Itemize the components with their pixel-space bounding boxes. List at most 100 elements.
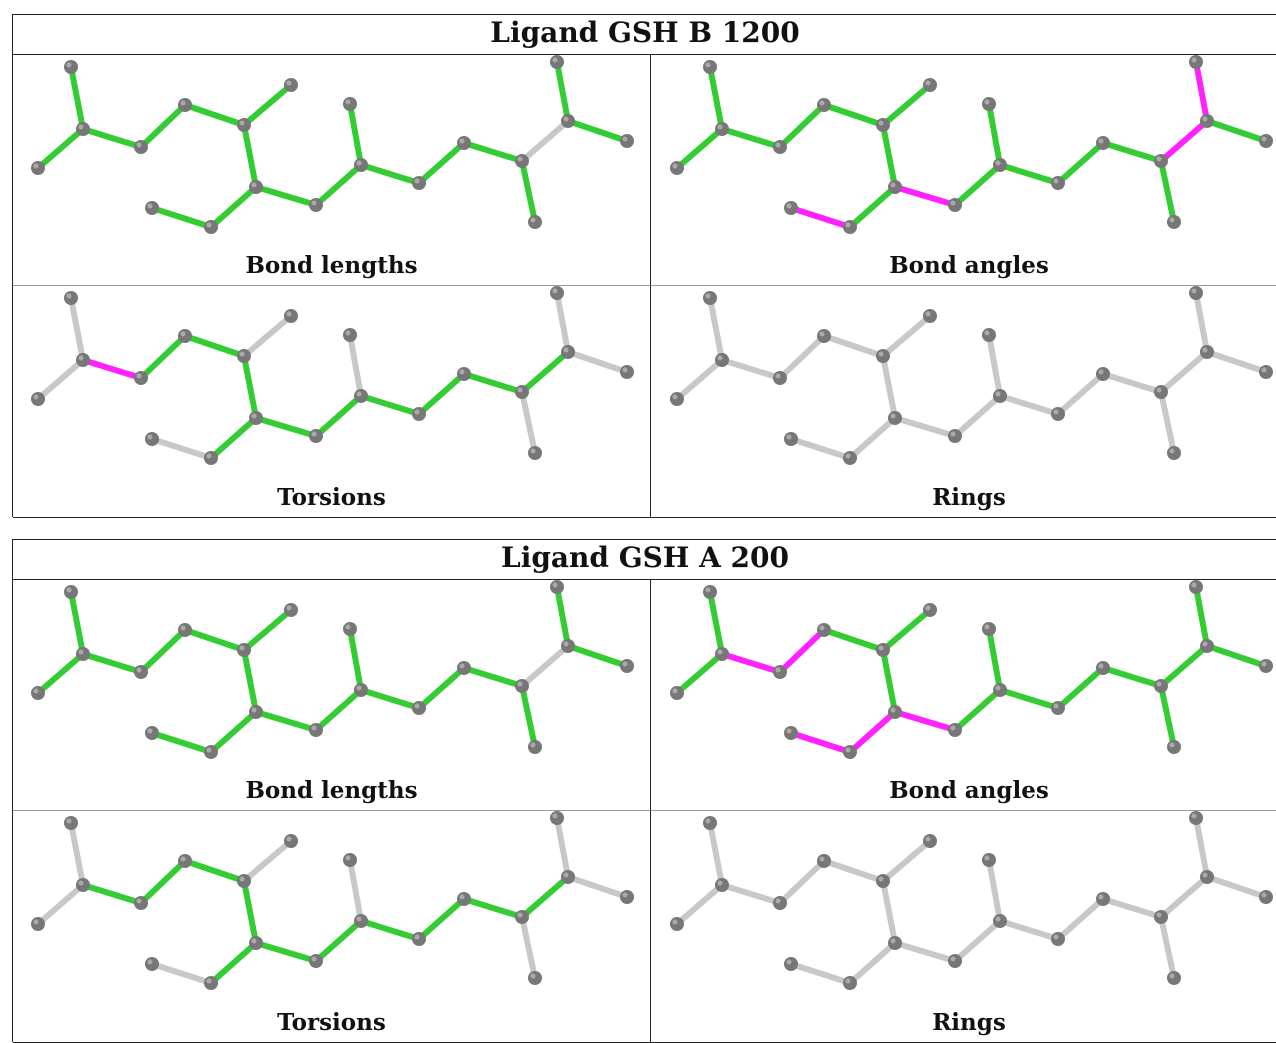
bond <box>253 184 319 208</box>
bond <box>554 290 571 355</box>
bond <box>149 436 214 461</box>
bond <box>416 665 467 711</box>
bond <box>241 647 259 715</box>
bond <box>986 332 1003 399</box>
atom-highlight <box>1202 641 1208 647</box>
atom <box>145 432 159 446</box>
atom <box>982 328 996 342</box>
bond <box>821 333 886 359</box>
bond <box>1193 584 1210 649</box>
atom-highlight <box>251 413 257 419</box>
atom <box>354 158 368 172</box>
atom-highlight <box>705 818 711 824</box>
atom-highlight <box>239 645 245 651</box>
atom <box>457 367 471 381</box>
bond <box>674 882 725 927</box>
atom-highlight <box>925 80 931 86</box>
molecule-diagram <box>31 811 634 990</box>
bond <box>241 607 294 653</box>
atom-highlight <box>1156 912 1162 918</box>
atom-highlight <box>552 582 558 588</box>
atom-highlight <box>1098 138 1104 144</box>
atom-highlight <box>925 605 931 611</box>
atom <box>888 180 902 194</box>
atom-highlight <box>950 956 956 962</box>
bond <box>138 333 188 381</box>
bond <box>347 332 364 399</box>
atom-highlight <box>950 431 956 437</box>
atom-highlight <box>459 894 465 900</box>
atom <box>457 892 471 906</box>
atom-highlight <box>775 667 781 673</box>
atom-highlight <box>66 62 72 68</box>
atom <box>412 932 426 946</box>
atom <box>457 661 471 675</box>
atom-highlight <box>239 876 245 882</box>
bond <box>777 627 827 675</box>
atom <box>1200 114 1214 128</box>
bond <box>358 918 422 942</box>
atom <box>620 134 634 148</box>
atom <box>993 914 1007 928</box>
atom <box>550 811 564 825</box>
atom <box>237 118 251 132</box>
atom-highlight <box>147 728 153 734</box>
atom-highlight <box>1169 217 1175 223</box>
bond <box>416 140 467 186</box>
atom-highlight <box>717 880 723 886</box>
atom-highlight <box>995 916 1001 922</box>
bond <box>847 184 898 230</box>
bond <box>565 118 630 144</box>
panel-label: Rings <box>932 1009 1006 1036</box>
atom <box>993 389 1007 403</box>
atom-highlight <box>622 661 628 667</box>
atom <box>670 392 684 406</box>
atom-highlight <box>705 293 711 299</box>
atom <box>550 286 564 300</box>
atom-highlight <box>878 351 884 357</box>
bond <box>1100 371 1164 395</box>
atom <box>817 98 831 112</box>
bond <box>952 687 1003 733</box>
atom-highlight <box>717 649 723 655</box>
bond <box>1158 914 1177 981</box>
bond <box>1193 290 1210 355</box>
atom <box>1051 176 1065 190</box>
atom <box>888 936 902 950</box>
bond <box>149 205 214 230</box>
bond <box>416 896 467 942</box>
bond <box>35 882 86 927</box>
atom <box>309 954 323 968</box>
panel-label: Bond lengths <box>245 777 418 804</box>
atom <box>31 686 45 700</box>
atom <box>703 291 717 305</box>
atom <box>1189 286 1203 300</box>
bond <box>821 627 886 653</box>
molecule-diagram <box>670 55 1273 234</box>
atom <box>1189 811 1203 825</box>
atom <box>178 623 192 637</box>
atom-highlight <box>78 649 84 655</box>
atom-highlight <box>984 330 990 336</box>
bond <box>986 857 1003 924</box>
bond <box>208 184 259 230</box>
atom <box>76 122 90 136</box>
atom-highlight <box>705 587 711 593</box>
atom <box>876 349 890 363</box>
bond <box>777 858 827 906</box>
bond <box>1158 683 1177 750</box>
atom-highlight <box>147 203 153 209</box>
atom-highlight <box>459 369 465 375</box>
bond <box>1158 643 1210 689</box>
atom-highlight <box>984 624 990 630</box>
bond <box>952 918 1003 964</box>
bond <box>416 371 467 417</box>
bond <box>138 858 188 906</box>
atom <box>204 451 218 465</box>
bond <box>138 102 188 150</box>
atom <box>948 198 962 212</box>
bond <box>707 64 725 132</box>
atom <box>1051 932 1065 946</box>
bond <box>674 651 725 696</box>
atom <box>817 623 831 637</box>
